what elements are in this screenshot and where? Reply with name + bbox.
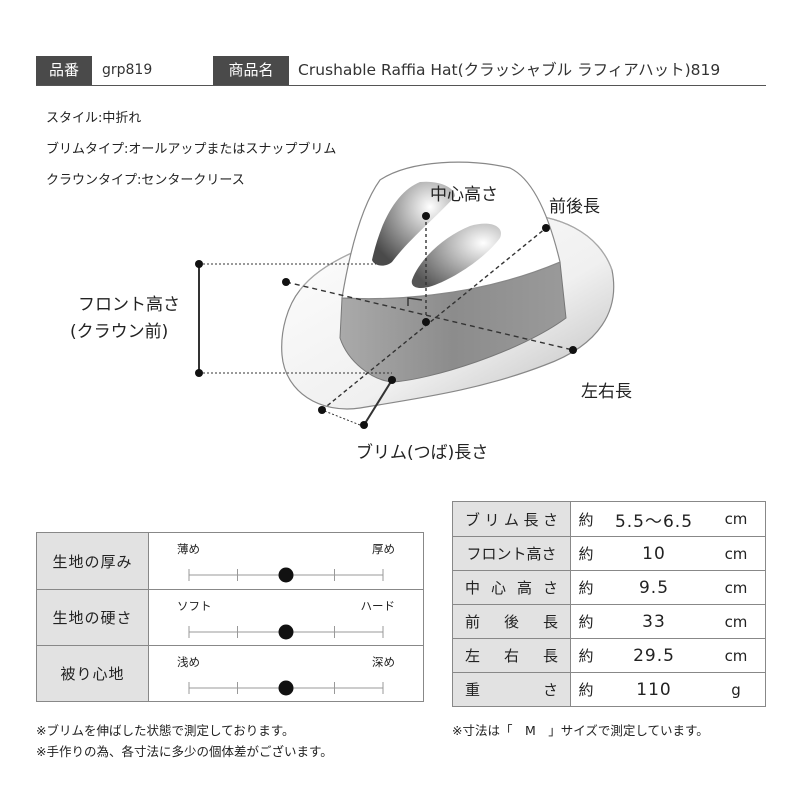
char-scale: 薄め 厚め [149, 533, 423, 589]
product-code-label: 品番 [36, 56, 92, 85]
scale-marker [278, 680, 294, 696]
measurement-label-char: 右 [503, 647, 519, 665]
measurement-label: ブリム長さ [453, 502, 571, 536]
label-front-height-crown: (クラウン前) [70, 322, 168, 342]
measurement-unit: cm [724, 646, 748, 665]
char-label: 被り心地 [37, 646, 149, 701]
measurement-label-char: 長 [542, 613, 558, 631]
measurement-label-char: さ [542, 579, 558, 597]
measurement-unit: g [731, 680, 741, 699]
measurement-row: フロント高さ 約 10 cm [453, 536, 765, 570]
scale-max-label: ハード [360, 599, 396, 613]
scale-track [188, 680, 384, 696]
char-row-fit: 被り心地 浅め 深め [37, 645, 423, 701]
measurement-label-char: 後 [503, 613, 519, 631]
char-row-thickness: 生地の厚み 薄め 厚め [37, 533, 423, 589]
measurement-unit: cm [724, 578, 748, 597]
note-brim-extended: ※ブリムを伸ばした状態で測定しております。 [36, 723, 295, 738]
char-label: 生地の硬さ [37, 590, 149, 645]
note-handmade: ※手作りの為、各寸法に多少の個体差がございます。 [36, 744, 333, 759]
char-scale: ソフト ハード [149, 590, 423, 645]
measurement-label: フロント高さ [453, 537, 571, 570]
measurement-value: 5.5～6.5 [614, 511, 694, 532]
measurement-label-char: 高 [516, 579, 532, 597]
scale-min-label: ソフト [177, 599, 212, 613]
label-front-back: 前後長 [549, 197, 600, 217]
measurement-approx: 約 [578, 613, 594, 631]
measurement-label-char: さ [542, 510, 558, 529]
char-scale: 浅め 深め [149, 646, 423, 701]
characteristics-table: 生地の厚み 薄め 厚め 生地の硬さ ソフト ハード 被り心地 浅め 深め [36, 532, 424, 702]
spec-crown-type: クラウンタイプ:センタークリース [46, 173, 245, 188]
product-header: 品番 grp819 商品名 Crushable Raffia Hat(クラッシャ… [36, 56, 766, 86]
measurement-label-char: リ [484, 510, 500, 529]
scale-max-label: 厚め [372, 542, 395, 556]
product-name-label: 商品名 [213, 56, 289, 85]
measurement-label: 重さ [453, 673, 571, 706]
measurement-label-char: 重 [465, 681, 481, 699]
scale-track [188, 624, 384, 640]
measurement-unit: cm [724, 612, 748, 631]
measurement-approx: 約 [578, 681, 594, 699]
label-brim-length: ブリム(つば)長さ [356, 442, 488, 463]
measurement-label-char: フロント高さ [466, 545, 557, 563]
measurement-label-char: 左 [465, 647, 481, 665]
spec-brim-type: ブリムタイプ:オールアップまたはスナップブリム [46, 142, 337, 157]
measurement-label: 前後長 [453, 605, 571, 638]
note-size: ※寸法は「 M 」サイズで測定しています。 [452, 723, 709, 738]
scale-track [188, 567, 384, 583]
measurement-points [195, 212, 577, 429]
measurement-approx: 約 [578, 579, 594, 597]
measurement-row: 左 右 長 約 29.5 cm [453, 638, 765, 672]
char-row-hardness: 生地の硬さ ソフト ハード [37, 589, 423, 645]
scale-min-label: 浅め [177, 655, 200, 669]
scale-min-label: 薄め [177, 542, 200, 556]
measurement-approx: 約 [578, 510, 594, 529]
measurement-label-char: 長 [542, 647, 558, 665]
hat-crown-shape [339, 161, 567, 383]
measurement-label: 左右長 [453, 639, 571, 672]
measurement-label-char: ブ [465, 510, 481, 529]
measurement-value: 110 [636, 679, 672, 700]
label-center-height: 中心高さ [430, 185, 498, 205]
label-side-width: 左右長 [581, 382, 632, 402]
measurement-value: 29.5 [633, 645, 675, 666]
measurement-approx: 約 [578, 545, 594, 563]
measurement-unit: cm [724, 510, 748, 528]
label-front-height: フロント高さ [78, 295, 180, 315]
measurement-value: 10 [642, 543, 666, 564]
measurement-label-char: 前 [465, 613, 481, 631]
hat-measurement-diagram: 中心高さ 前後長 フロント高さ (クラウン前) 左右長 ブリム(つば)長さ [70, 161, 632, 463]
scale-max-label: 深め [372, 655, 395, 669]
measurement-label-char: さ [542, 681, 558, 699]
spec-style: スタイル:中折れ [46, 111, 142, 126]
measurement-label-char: 心 [490, 579, 506, 597]
measurement-label-char: 中 [465, 579, 481, 597]
scale-marker [278, 624, 294, 640]
char-label: 生地の厚み [37, 533, 149, 589]
measurement-label-char: 長 [523, 510, 539, 529]
measurement-label-char: ム [503, 510, 519, 529]
product-code-value: grp819 [102, 62, 153, 78]
measurement-approx: 約 [578, 647, 594, 665]
measurement-lines [198, 216, 574, 426]
scale-marker [278, 567, 294, 583]
product-name-value: Crushable Raffia Hat(クラッシャブル ラフィアハット)819 [298, 61, 721, 79]
measurement-label: 中心高さ [453, 571, 571, 604]
measurement-value: 9.5 [638, 577, 670, 598]
measurement-unit: cm [724, 544, 748, 563]
measurement-value: 33 [642, 611, 666, 632]
measurement-row: 前 後 長 約 33 cm [453, 604, 765, 638]
